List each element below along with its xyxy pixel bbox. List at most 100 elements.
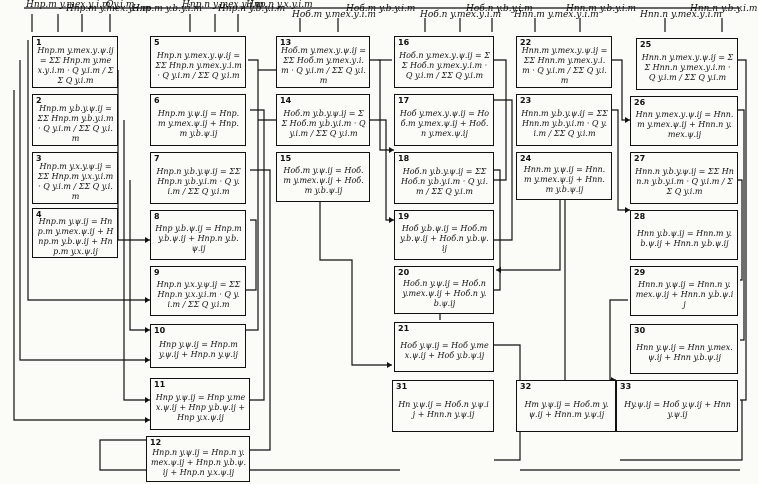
calc-block: 26 Hпп y.тех.у.ψ.ij = Hпп.т y.тех.ψ.ij +… xyxy=(630,96,738,146)
calc-block: 10 Hпр y.ψ.ij = Hпр.т y.ψ.ij + Hпр.п y.ψ… xyxy=(150,324,246,368)
input-label: Hпп.п y.b.y.i.m xyxy=(690,4,758,14)
calc-block: 19 Hоб y.b.ψ.ij = Hоб.т y.b.ψ.ij + Hоб.п… xyxy=(394,210,494,260)
block-formula: Hоб y.тех.у.ψ.ij = Hоб.т y.тех.ψ.ij + Hо… xyxy=(399,108,490,138)
block-formula: Hпп y.ψ.ij = Hпп y.тех.ψ.ij + Hпп y.b.ψ.… xyxy=(636,342,733,362)
block-formula: Hпр.т y.b.y.ψ.ij = ΣΣ Hпр.т y.b.y.i.m · … xyxy=(37,103,114,143)
input-label: Hоб.п y.тех.у.i.m xyxy=(420,10,502,20)
block-formula: Hоб.т y.ψ.ij = Hоб.т y.тех.ψ.ij + Hоб.т … xyxy=(283,165,364,195)
block-number: 12 xyxy=(150,438,162,447)
block-number: 13 xyxy=(280,38,292,47)
calc-block: 29 Hпп.п y.ψ.ij = Hпп.п y.тех.ψ.ij + Hпп… xyxy=(630,266,738,316)
input-label: Hпр.т y.тех.у.i.m xyxy=(26,0,111,10)
block-formula: Hоб y.ψ.ij = Hоб y.тех.ψ.ij + Hоб y.b.ψ.… xyxy=(400,340,489,360)
block-formula: Hоб y.b.ψ.ij = Hоб.т y.b.ψ.ij + Hоб.п y.… xyxy=(400,223,489,253)
calc-block: 2 Hпр.т y.b.y.ψ.ij = ΣΣ Hпр.т y.b.y.i.m … xyxy=(32,94,118,146)
block-number: 11 xyxy=(154,380,166,389)
block-formula: Hоб.т y.тех.у.ψ.ij = ΣΣ Hоб.т y.тех.у.i.… xyxy=(281,45,367,85)
input-label: Hпп.п y.тех.у.i.m xyxy=(640,10,722,20)
block-formula: Hпр.т y.x.y.ψ.ij = ΣΣ Hпр.т y.x.y.i.m · … xyxy=(37,161,114,201)
block-formula: Hоб.п y.тех.у.ψ.ij = ΣΣ Hоб.п y.тех.у.i.… xyxy=(399,50,490,80)
block-number: 4 xyxy=(36,210,42,219)
calc-block: 24 Hпп.т y.ψ.ij = Hпп.т y.тех.ψ.ij + Hпп… xyxy=(516,152,612,200)
calc-block: 1 Hпр.т y.тех.у.ψ.ij = ΣΣ Hпр.т y.тех.у.… xyxy=(32,36,118,88)
block-formula: Hоб.т y.b.y.ψ.ij = ΣΣ Hоб.т y.b.y.i.m · … xyxy=(281,108,366,138)
block-formula: Hпп.т y.ψ.ij = Hпп.т y.тех.ψ.ij + Hпп.т … xyxy=(523,164,606,194)
block-number: 6 xyxy=(154,96,160,105)
block-number: 27 xyxy=(634,154,646,163)
calc-block: 15 Hоб.т y.ψ.ij = Hоб.т y.тех.ψ.ij + Hоб… xyxy=(276,152,370,202)
block-number: 1 xyxy=(36,38,42,47)
block-number: 7 xyxy=(154,154,160,163)
input-label: Hпр.п y.x.y.i.m xyxy=(246,0,313,10)
input-label: Hоб.т y.тех.у.i.m xyxy=(292,10,376,20)
block-formula: Hпр.п y.ψ.ij = Hпр.п y.тех.ψ.ij + Hпр.п … xyxy=(151,447,246,477)
block-number: 31 xyxy=(396,382,408,391)
calc-block: 6 Hпр.т y.ψ.ij = Hпр.т y.тех.ψ.ij + Hпр.… xyxy=(150,94,246,146)
calc-block: 9 Hпр.п y.x.y.ψ.ij = ΣΣ Hпр.п y.x.y.i.m … xyxy=(150,266,246,316)
block-formula: Hпр.т y.тех.у.ψ.ij = ΣΣ Hпр.т y.тех.у.i.… xyxy=(37,45,114,85)
calc-block: 14 Hоб.т y.b.y.ψ.ij = ΣΣ Hоб.т y.b.y.i.m… xyxy=(276,94,370,146)
block-formula: Hпп.п y.ψ.ij = Hпп.п y.тех.ψ.ij + Hпп.п … xyxy=(635,279,734,309)
block-formula: Hоб.п y.ψ.ij = Hоб.п y.тех.ψ.ij + Hоб.п … xyxy=(402,278,487,308)
block-number: 29 xyxy=(634,268,646,277)
block-number: 5 xyxy=(154,38,160,47)
block-number: 20 xyxy=(398,268,410,277)
block-number: 15 xyxy=(280,154,292,163)
calc-block: 8 Hпр y.b.ψ.ij = Hпр.т y.b.ψ.ij + Hпр.п … xyxy=(150,210,246,260)
block-number: 24 xyxy=(520,154,532,163)
block-number: 3 xyxy=(36,154,42,163)
input-label: Hпр.п y.b.y.i.m xyxy=(218,4,286,14)
calc-block: 20 Hоб.п y.ψ.ij = Hоб.п y.тех.ψ.ij + Hоб… xyxy=(394,266,494,314)
calc-block: 11 Hпр y.ψ.ij = Hпр y.тех.ψ.ij + Hпр y.b… xyxy=(150,378,250,430)
input-label: Hпр.т y.тех.у.i.m xyxy=(66,4,151,14)
calc-block: 16 Hоб.п y.тех.у.ψ.ij = ΣΣ Hоб.п y.тех.у… xyxy=(394,36,494,88)
block-formula: Hпр.п y.b.y.ψ.ij = ΣΣ Hпр.п y.b.y.i.m · … xyxy=(156,166,241,196)
block-number: 21 xyxy=(398,324,410,333)
block-number: 17 xyxy=(398,96,410,105)
block-number: 22 xyxy=(520,38,532,47)
block-formula: Hт y.ψ.ij = Hоб.т y.ψ.ij + Hпп.т y.ψ.ij xyxy=(524,399,609,419)
calc-block: 27 Hпп.п y.b.y.ψ.ij = ΣΣ Hпп.п y.b.y.i.m… xyxy=(630,152,738,204)
calc-block: 5 Hпр.п y.тех.у.ψ.ij = ΣΣ Hпр.п y.тех.у.… xyxy=(150,36,246,88)
block-number: 33 xyxy=(620,382,632,391)
input-label: Hоб.т y.b.y.i.m xyxy=(346,4,416,14)
calc-block: 17 Hоб y.тех.у.ψ.ij = Hоб.т y.тех.ψ.ij +… xyxy=(394,94,494,146)
input-label: Hпп.т y.тех.у.i.m xyxy=(514,10,599,20)
block-number: 26 xyxy=(634,98,646,107)
block-number: 2 xyxy=(36,96,42,105)
calc-block: 23 Hпп.т y.b.y.ψ.ij = ΣΣ Hпп.т y.b.y.i.m… xyxy=(516,94,612,146)
block-formula: Hоб.п y.b.y.ψ.ij = ΣΣ Hоб.п y.b.y.i.m · … xyxy=(400,166,489,196)
block-formula: Hпр y.ψ.ij = Hпр.т y.ψ.ij + Hпр.п y.ψ.ij xyxy=(159,339,238,359)
block-formula: Hпп y.тех.у.ψ.ij = Hпп.т y.тех.ψ.ij + Hп… xyxy=(635,109,734,139)
block-number: 19 xyxy=(398,212,410,221)
input-label: Hоб.п y.b.y.i.m xyxy=(466,4,533,14)
calc-block: 33 Hy.ψ.ij = Hоб y.ψ.ij + Hпп y.ψ.ij xyxy=(616,380,738,432)
calc-block: 30 Hпп y.ψ.ij = Hпп y.тех.ψ.ij + Hпп y.b… xyxy=(630,324,738,374)
block-number: 9 xyxy=(154,268,160,277)
calc-block: 28 Hпп y.b.ψ.ij = Hпп.т y.b.ψ.ij + Hпп.п… xyxy=(630,210,738,260)
block-formula: Hпп.т y.b.y.ψ.ij = ΣΣ Hпп.т y.b.y.i.m · … xyxy=(521,108,608,138)
input-label: Qy.i.m xyxy=(106,0,135,10)
calc-block: 12 Hпр.п y.ψ.ij = Hпр.п y.тех.ψ.ij + Hпр… xyxy=(146,436,250,482)
block-formula: Hy.ψ.ij = Hоб y.ψ.ij + Hпп y.ψ.ij xyxy=(624,399,731,419)
calc-block: 31 Hп y.ψ.ij = Hоб.п y.ψ.ij + Hпп.п y.ψ.… xyxy=(392,380,494,432)
calc-block: 22 Hпп.т y.тех.у.ψ.ij = ΣΣ Hпп.т y.тех.у… xyxy=(516,36,612,88)
block-number: 16 xyxy=(398,38,410,47)
block-number: 32 xyxy=(520,382,532,391)
block-formula: Hпр.п y.тех.у.ψ.ij = ΣΣ Hпр.п y.тех.у.i.… xyxy=(155,50,242,80)
block-formula: Hпп.т y.тех.у.ψ.ij = ΣΣ Hпп.т y.тех.у.i.… xyxy=(521,45,608,85)
block-number: 30 xyxy=(634,326,646,335)
calc-block: 32 Hт y.ψ.ij = Hоб.т y.ψ.ij + Hпп.т y.ψ.… xyxy=(516,380,616,432)
block-formula: Hп y.ψ.ij = Hоб.п y.ψ.ij + Hпп.п y.ψ.ij xyxy=(398,399,489,419)
block-formula: Hпп.п y.тех.у.ψ.ij = ΣΣ Hпп.п y.тех.у.i.… xyxy=(641,52,734,82)
block-formula: Hпр.п y.x.y.ψ.ij = ΣΣ Hпр.п y.x.y.i.m · … xyxy=(156,279,241,309)
block-formula: Hпр.т y.ψ.ij = Hпр.т y.тех.ψ.ij + Hпр.т … xyxy=(37,216,114,256)
calc-block: 13 Hоб.т y.тех.у.ψ.ij = ΣΣ Hоб.т y.тех.у… xyxy=(276,36,370,88)
block-number: 14 xyxy=(280,96,292,105)
block-number: 8 xyxy=(154,212,160,221)
calc-block: 7 Hпр.п y.b.y.ψ.ij = ΣΣ Hпр.п y.b.y.i.m … xyxy=(150,152,246,204)
block-number: 18 xyxy=(398,154,410,163)
calc-block: 3 Hпр.т y.x.y.ψ.ij = ΣΣ Hпр.т y.x.y.i.m … xyxy=(32,152,118,204)
block-formula: Hпр y.b.ψ.ij = Hпр.т y.b.ψ.ij + Hпр.п y.… xyxy=(155,223,242,253)
